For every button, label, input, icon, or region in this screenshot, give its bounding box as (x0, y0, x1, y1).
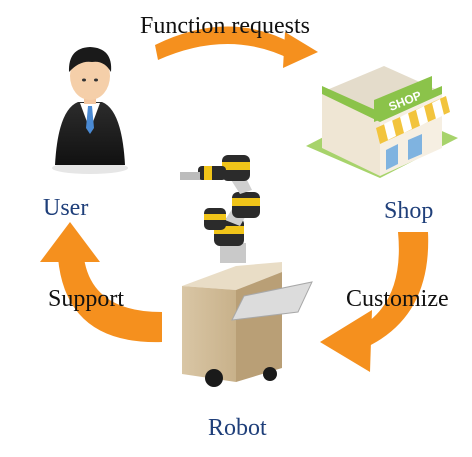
arrow-shop-to-robot (320, 232, 429, 372)
robot-body-icon (182, 262, 313, 387)
edge-label-support: Support (48, 286, 125, 312)
arrow-robot-to-user (40, 222, 162, 343)
shop-icon: SHOP (306, 66, 458, 178)
edge-label-customize: Customize (346, 286, 449, 312)
user-icon (52, 47, 128, 174)
robot-arm-icon (180, 155, 260, 263)
arrow-user-to-shop (155, 26, 318, 68)
node-label-robot: Robot (208, 415, 267, 441)
node-label-shop: Shop (384, 198, 434, 224)
edge-label-function-requests: Function requests (140, 13, 310, 39)
node-label-user: User (43, 195, 89, 221)
